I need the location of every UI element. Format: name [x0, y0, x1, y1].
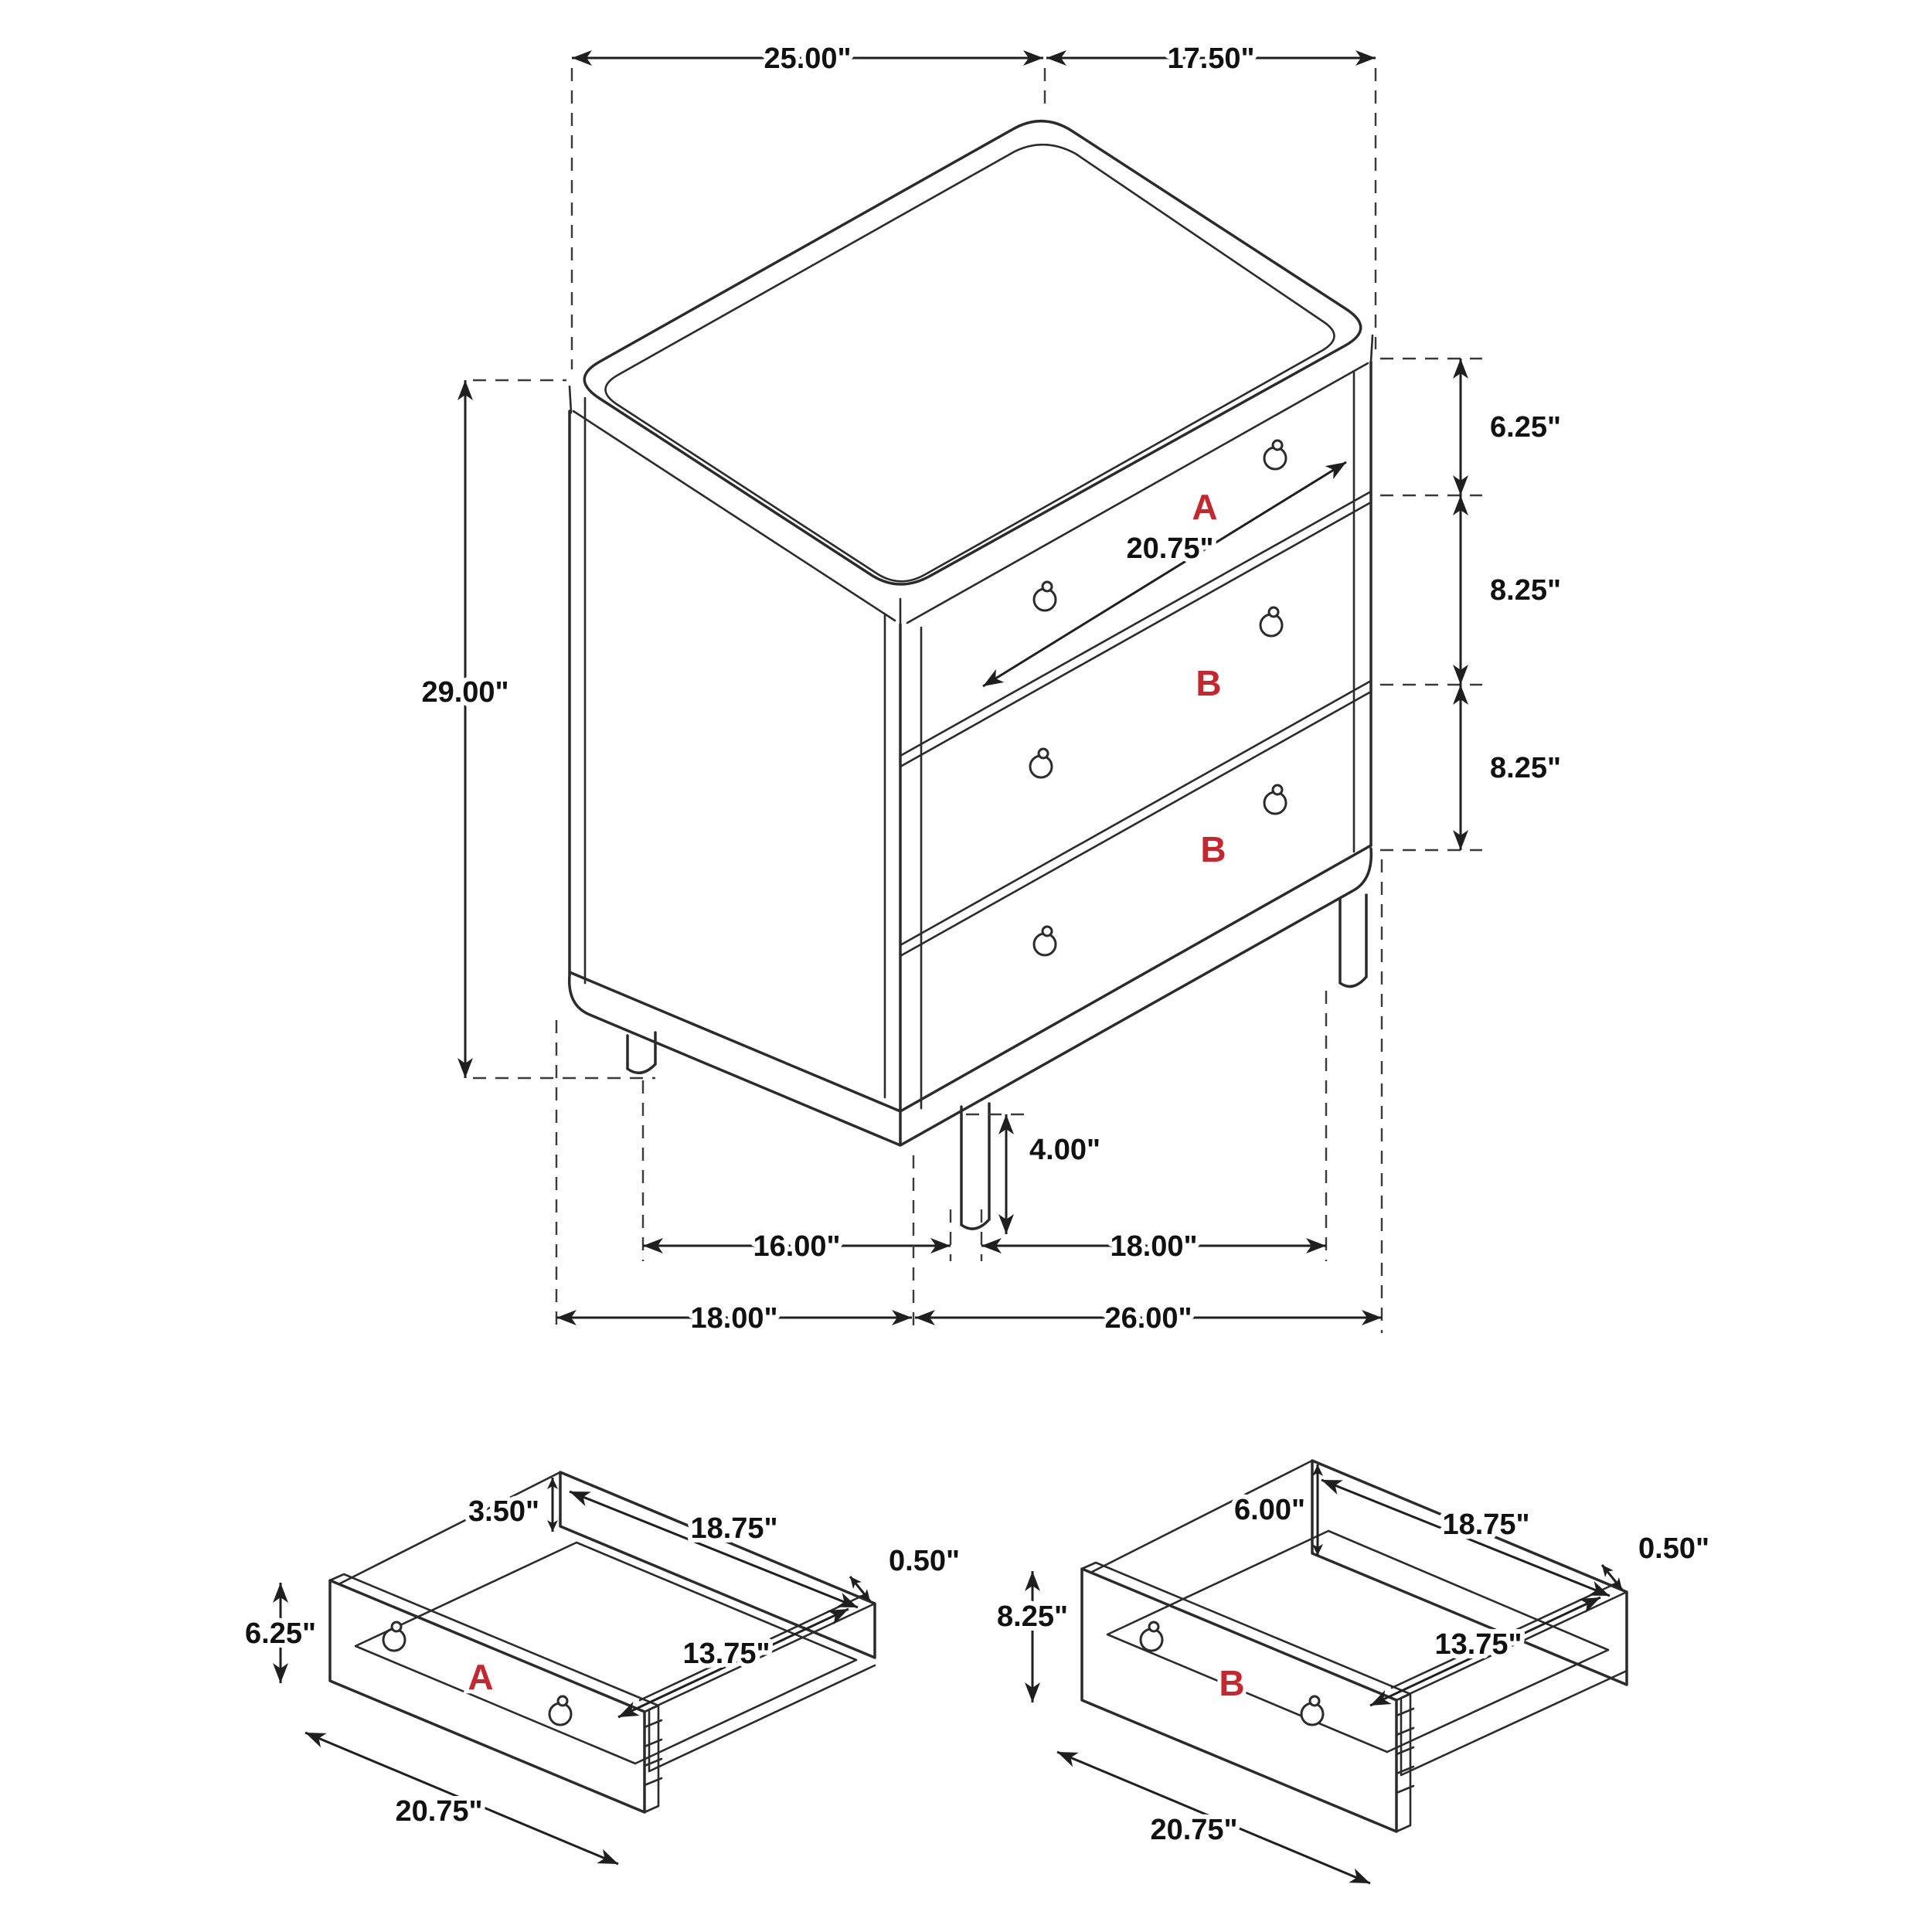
- dim-a-wall-thickness-label: 0.50": [889, 1545, 960, 1577]
- drawer-a-detail: A 3.50" 6.25" 18.75" 0.50" 13.75" 20.75": [240, 1471, 964, 1866]
- dim-line-b-front-width: [1056, 1750, 1371, 1885]
- chest-left-leg: [626, 1031, 657, 1074]
- dim-a-inner-depth-label: 13.75": [682, 1638, 770, 1670]
- drawer3-letter: B: [1200, 829, 1226, 869]
- dim-a-inner-width-label: 18.75": [690, 1512, 777, 1545]
- chest-corner-posts: [583, 371, 1355, 1110]
- chest-right-leg: [1338, 893, 1368, 988]
- ext-lines-top: [570, 68, 1377, 369]
- dim-line-drawer-face-width: [982, 461, 1347, 688]
- dim-b-back-height-label: 6.00": [1234, 1494, 1305, 1526]
- dim-drawer3-height-label: 8.25": [1490, 752, 1561, 784]
- drawer-a-back-wall: [559, 1471, 876, 1659]
- ext-lines-drawer-heights: [1380, 357, 1482, 852]
- drawer3-knob-right: [1263, 784, 1287, 815]
- dim-b-front-height-label: 8.25": [997, 1600, 1068, 1633]
- drawer-a-front-panel-top: [328, 1573, 660, 1814]
- drawer-b-dovetails: [1395, 1707, 1415, 1794]
- drawer-a-knob-right: [548, 1695, 573, 1726]
- dim-top-width-label: 25.00": [764, 43, 851, 75]
- dim-drawer2-height-label: 8.25": [1490, 574, 1561, 607]
- dim-line-b-wall-thickness: [1600, 1564, 1624, 1590]
- dim-line-b-inner-width: [1321, 1478, 1611, 1597]
- drawer-b-bottom-panel: [1106, 1529, 1610, 1753]
- drawer3-knob-left: [1032, 925, 1057, 957]
- dim-leg-span-left-label: 16.00": [753, 1230, 840, 1263]
- chest-isometric-view: A B B: [567, 120, 1374, 1230]
- dim-b-inner-depth-label: 13.75": [1434, 1628, 1522, 1661]
- drawer-b-left-wall: [1090, 1459, 1314, 1573]
- drawer-b-detail: B 6.00" 8.25" 18.75" 0.50" 13.75" 20.75": [992, 1459, 1714, 1885]
- chest-dimensions: 25.00" 17.50" 29.00" 6.25" 8.25" 8.25" 2…: [417, 38, 1566, 1339]
- chest-body-edges: [568, 360, 1372, 1113]
- drawer-b-letter: B: [1219, 1663, 1244, 1703]
- dim-drawer-face-width-label: 20.75": [1126, 532, 1213, 565]
- drawer2-knob-right: [1259, 606, 1284, 638]
- dim-line-a-front-width: [304, 1731, 619, 1866]
- dim-a-back-height-label: 3.50": [468, 1495, 539, 1528]
- chest-top-face: [583, 120, 1362, 586]
- drawer-b-knob-left: [1139, 1621, 1164, 1652]
- dim-b-wall-thickness-label: 0.50": [1638, 1532, 1709, 1565]
- dim-base-width-label: 26.00": [1104, 1302, 1192, 1335]
- dim-height-label: 29.00": [421, 676, 509, 709]
- dim-a-front-height-label: 6.25": [245, 1617, 316, 1650]
- dim-leg-height-label: 4.00": [1029, 1134, 1100, 1166]
- dim-b-inner-width-label: 18.75": [1442, 1509, 1529, 1541]
- drawer2-knob-left: [1029, 747, 1053, 779]
- drawer-b-front-panel-top: [1080, 1561, 1412, 1833]
- ext-lines-leg-spans: [641, 991, 1328, 1261]
- drawer-a-letter: A: [468, 1657, 493, 1697]
- drawer-a-bottom-panel: [354, 1541, 858, 1765]
- dim-line-a-wall-thickness: [849, 1576, 872, 1602]
- drawer-a-left-wall: [338, 1471, 562, 1585]
- dim-line-b-inner-depth: [1369, 1596, 1601, 1707]
- dim-b-front-width-label: 20.75": [1150, 1814, 1237, 1846]
- drawer2-letter: B: [1196, 663, 1221, 703]
- ext-lines-base: [555, 859, 1383, 1333]
- dim-base-depth-label: 18.00": [690, 1302, 777, 1335]
- dim-line-a-inner-depth: [617, 1607, 849, 1719]
- drawer-a-knob-left: [382, 1621, 406, 1652]
- chest-top-face-inset: [604, 143, 1335, 583]
- drawer-a-dovetails: [643, 1719, 663, 1787]
- dim-leg-span-right-label: 18.00": [1110, 1230, 1197, 1263]
- drawer1-knob-left: [1032, 580, 1057, 612]
- ext-lines-height: [473, 379, 655, 1080]
- dim-drawer1-height-label: 6.25": [1490, 411, 1561, 444]
- drawer-b-knob-right: [1300, 1695, 1325, 1726]
- chest-top-edge: [568, 334, 1374, 626]
- dim-line-a-inner-width: [569, 1490, 859, 1609]
- chest-bottom-rail: [567, 844, 1373, 1147]
- dim-a-front-width-label: 20.75": [395, 1795, 482, 1828]
- drawer1-letter: A: [1192, 487, 1217, 527]
- chest-front-leg: [960, 1102, 991, 1230]
- dim-top-depth-label: 17.50": [1167, 43, 1254, 75]
- drawer1-knob-right: [1263, 439, 1287, 471]
